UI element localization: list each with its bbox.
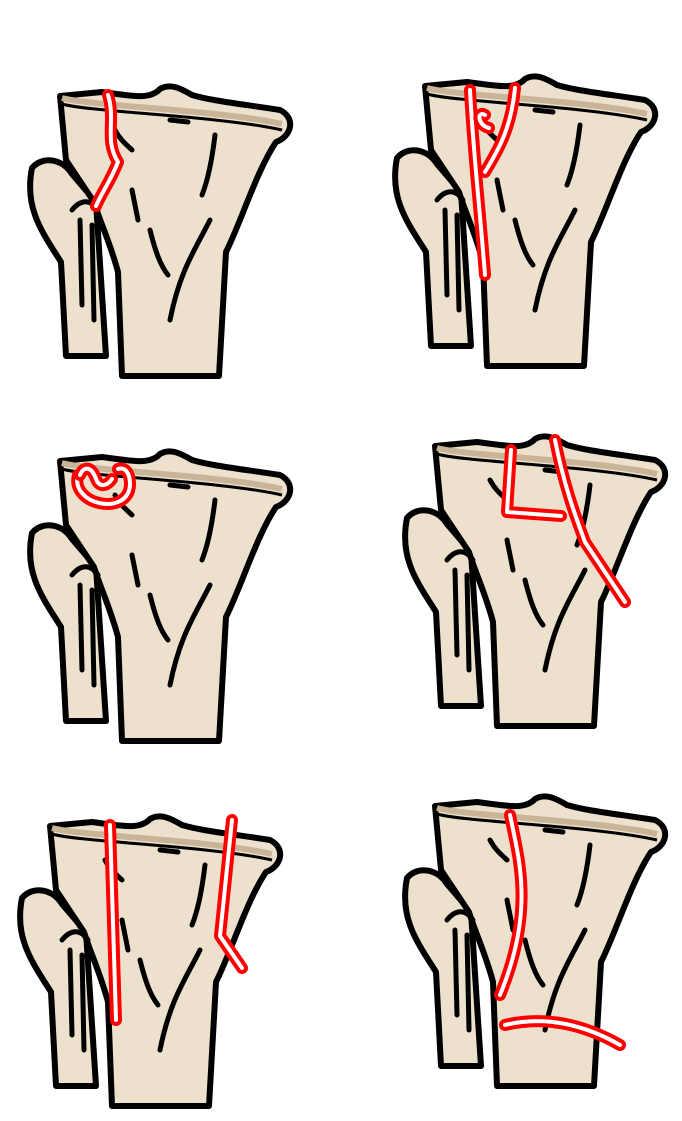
knee-fracture-panel-1 bbox=[27, 83, 293, 379]
bone-contour-line bbox=[487, 837, 510, 863]
bone-contour-line bbox=[452, 927, 460, 1018]
bone-contour-line bbox=[69, 564, 101, 578]
bone-contour-line bbox=[504, 537, 516, 573]
bone-contour-line bbox=[512, 217, 536, 268]
bone-contour-line bbox=[119, 917, 131, 953]
fracture-line-core bbox=[483, 86, 517, 174]
fibula bbox=[27, 522, 109, 724]
fracture-line-core bbox=[553, 438, 627, 604]
bone-contour-line bbox=[454, 212, 462, 313]
bone-contour-line bbox=[434, 189, 466, 203]
bone-contour-line bbox=[452, 567, 460, 658]
knee-fracture-panel-6 bbox=[402, 793, 668, 1089]
fracture-line-core bbox=[498, 813, 524, 997]
fibula bbox=[392, 147, 474, 349]
fibula bbox=[17, 887, 99, 1089]
bone-contour-line bbox=[444, 909, 476, 923]
bone-contour-line bbox=[444, 549, 476, 563]
bone-contour-line bbox=[189, 862, 208, 928]
bone-contour-line bbox=[464, 932, 472, 1033]
fracture-line-core bbox=[108, 823, 118, 1022]
tibia bbox=[432, 793, 668, 1089]
knee-fracture-panel-3 bbox=[27, 448, 293, 744]
fibula bbox=[402, 507, 484, 709]
bone-contour-line bbox=[79, 952, 87, 1053]
bone-contour-line bbox=[137, 957, 161, 1008]
fracture-line-core bbox=[505, 448, 563, 518]
bone-contour-line bbox=[464, 572, 472, 673]
knee-fracture-panel-4 bbox=[402, 433, 668, 729]
tibial-plateau-edge bbox=[61, 102, 283, 132]
bone-contour-line bbox=[542, 927, 588, 1033]
fracture-line-core bbox=[468, 88, 487, 277]
tibial-plateau-edge bbox=[436, 452, 658, 482]
bone-contour-line bbox=[522, 937, 546, 988]
tibial-plateau-rim bbox=[61, 460, 283, 492]
bone-contour-line bbox=[89, 587, 97, 688]
bone-contour-line bbox=[89, 222, 97, 323]
bone-contour-line bbox=[67, 947, 75, 1038]
knee-fracture-panel-2 bbox=[392, 73, 658, 369]
tibial-plateau-rim bbox=[426, 85, 648, 117]
bone-contour-line bbox=[129, 187, 141, 223]
tibial-plateau-edge bbox=[436, 812, 658, 842]
tibia bbox=[57, 448, 293, 744]
fibula bbox=[402, 867, 484, 1069]
bone-contour-line bbox=[542, 567, 588, 673]
tibial-plateau-rim bbox=[61, 95, 283, 127]
fracture-line-core bbox=[78, 466, 114, 487]
bone-contour-line bbox=[147, 227, 171, 278]
bone-contour-line bbox=[522, 577, 546, 628]
fracture-line-core bbox=[75, 466, 132, 506]
bone-contour-line bbox=[167, 482, 191, 490]
bone-contour-line bbox=[199, 132, 218, 198]
bone-contour-line bbox=[199, 497, 218, 563]
tibia bbox=[432, 433, 668, 729]
bone-contour-line bbox=[77, 582, 85, 673]
bone-contour-line bbox=[504, 897, 516, 933]
bone-contour-line bbox=[574, 842, 593, 908]
tibial-plateau-rim bbox=[436, 805, 658, 837]
bone-contour-line bbox=[157, 847, 181, 855]
bone-contour-line bbox=[147, 592, 171, 643]
bone-contour-line bbox=[532, 107, 556, 115]
bone-contour-line bbox=[532, 207, 578, 313]
fracture-line-core bbox=[94, 93, 120, 208]
bone-contour-line bbox=[77, 217, 85, 308]
bone-contour-line bbox=[157, 947, 203, 1053]
tibial-plateau-edge bbox=[426, 92, 648, 122]
bone-contour-line bbox=[167, 582, 213, 688]
fracture-line-core bbox=[218, 818, 244, 970]
fracture-line-core bbox=[503, 1019, 622, 1047]
bone-contour-line bbox=[167, 217, 213, 323]
bone-contour-line bbox=[564, 122, 583, 188]
bone-contour-line bbox=[442, 207, 450, 298]
tibial-plateau-rim bbox=[436, 445, 658, 477]
knee-fracture-panel-5 bbox=[17, 813, 283, 1109]
bone-contour-line bbox=[542, 827, 566, 835]
bone-contour-line bbox=[167, 117, 191, 125]
bone-contour-line bbox=[129, 552, 141, 588]
bone-contour-line bbox=[494, 177, 506, 213]
tibial-plateau-edge bbox=[51, 832, 273, 862]
tibial-plateau-rim bbox=[51, 825, 273, 857]
fibula bbox=[27, 157, 109, 359]
bone-contour-line bbox=[59, 929, 91, 943]
fracture-line-core bbox=[477, 112, 491, 130]
